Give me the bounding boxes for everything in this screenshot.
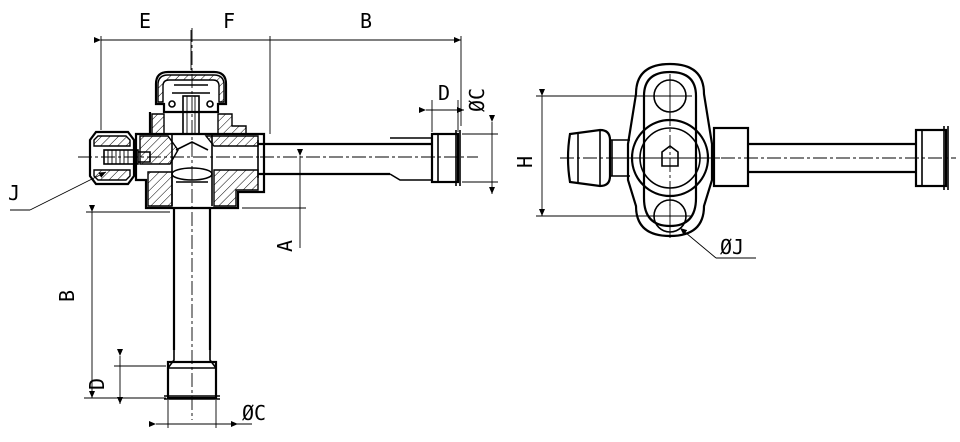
service-port (78, 130, 260, 186)
body-centre (620, 112, 720, 206)
label-f: F (223, 9, 235, 33)
j-leader (10, 171, 107, 211)
label-b-top: B (360, 9, 372, 33)
right-dimension-lines (419, 100, 498, 194)
section-view: E F B D ØC J A B D ØC (8, 9, 498, 428)
top-view-tube (560, 126, 956, 190)
h-dimension (536, 89, 660, 217)
valve-body (134, 112, 266, 210)
label-d-bottom: D (85, 378, 109, 390)
label-j: J (8, 181, 20, 205)
top-dimension-lines (94, 30, 462, 134)
phi-j-leader (679, 227, 756, 259)
label-h: H (513, 156, 537, 168)
label-a: A (273, 240, 297, 252)
horizontal-tube (257, 130, 478, 186)
flare-nut (566, 128, 630, 188)
label-d-right: D (438, 81, 450, 105)
label-phi-c-bottom: ØC (242, 401, 266, 425)
label-phi-c-right: ØC (465, 88, 489, 112)
left-dimension-lines (84, 205, 170, 404)
label-b-left: B (55, 290, 79, 302)
bottom-diameter-dimension (149, 400, 252, 428)
label-phi-j: ØJ (720, 235, 744, 259)
top-view: H ØJ (513, 62, 956, 259)
a-dimension (242, 149, 306, 248)
vertical-tube (164, 28, 220, 420)
valve-cap (154, 70, 228, 135)
label-e: E (139, 9, 151, 33)
